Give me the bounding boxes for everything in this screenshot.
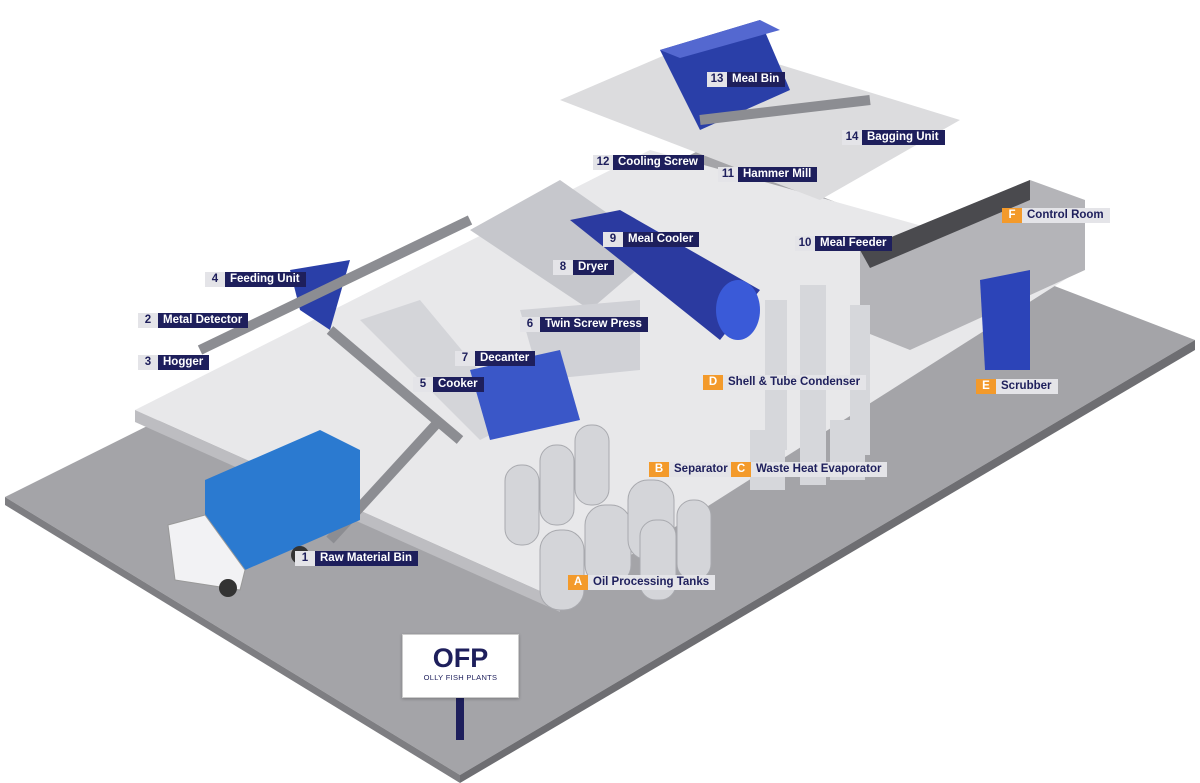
label-text: Separator (669, 462, 734, 477)
label-text: Cooling Screw (613, 155, 704, 170)
label-key: E (976, 379, 996, 394)
truck-container (205, 430, 360, 570)
label-key: 1 (295, 551, 315, 566)
label-text: Hogger (158, 355, 210, 370)
label-key: B (649, 462, 669, 477)
plant-floor (135, 150, 1080, 600)
label-key: 14 (842, 130, 862, 145)
company-sign: OFP OLLY FISH PLANTS (402, 634, 519, 698)
label-text: Hammer Mill (738, 167, 818, 182)
ground-edge (5, 497, 460, 783)
label-text: Shell & Tube Condenser (723, 375, 867, 390)
label-key: 13 (707, 72, 727, 87)
conveyor (699, 95, 871, 125)
scrubber (980, 270, 1030, 370)
conveyor (326, 326, 464, 444)
truck-cab (167, 514, 246, 591)
label-text: Meal Cooler (623, 232, 700, 247)
label-text: Waste Heat Evaporator (751, 462, 888, 477)
label-text: Bagging Unit (862, 130, 945, 145)
decanter (470, 350, 580, 440)
label-text: Twin Screw Press (540, 317, 648, 332)
label-text: Cooker (433, 377, 484, 392)
conveyor (197, 215, 473, 355)
label-text: Dryer (573, 260, 615, 275)
label-text: Control Room (1022, 208, 1110, 223)
label-text: Feeding Unit (225, 272, 306, 287)
control-room-front (860, 180, 1030, 268)
label-text: Raw Material Bin (315, 551, 419, 566)
label-text: Meal Feeder (815, 236, 893, 251)
upper-floor (560, 40, 960, 200)
label-key: 2 (138, 313, 158, 328)
label-text: Meal Bin (727, 72, 786, 87)
label-key: F (1002, 208, 1022, 223)
oil-tanks (504, 424, 712, 611)
label-key: 4 (205, 272, 225, 287)
label-key: 9 (603, 232, 623, 247)
label-key: D (703, 375, 723, 390)
label-key: A (568, 575, 588, 590)
sign-title: OFP (432, 643, 489, 673)
sign-post (456, 696, 464, 740)
label-key: C (731, 462, 751, 477)
ground-edge-right (460, 340, 1195, 783)
label-key: 3 (138, 355, 158, 370)
label-key: 10 (795, 236, 815, 251)
label-key: 6 (520, 317, 540, 332)
truck-wheel (219, 579, 237, 597)
label-text: Oil Processing Tanks (588, 575, 716, 590)
label-key: 11 (718, 167, 738, 182)
label-key: 7 (455, 351, 475, 366)
label-key: 8 (553, 260, 573, 275)
sign-subtitle: OLLY FISH PLANTS (423, 673, 498, 682)
meal-cooler-end (716, 280, 760, 340)
dryer (470, 180, 660, 310)
label-text: Scrubber (996, 379, 1058, 394)
label-text: Metal Detector (158, 313, 249, 328)
meal-bin-top (660, 20, 780, 58)
label-key: 12 (593, 155, 613, 170)
label-key: 5 (413, 377, 433, 392)
label-text: Decanter (475, 351, 536, 366)
